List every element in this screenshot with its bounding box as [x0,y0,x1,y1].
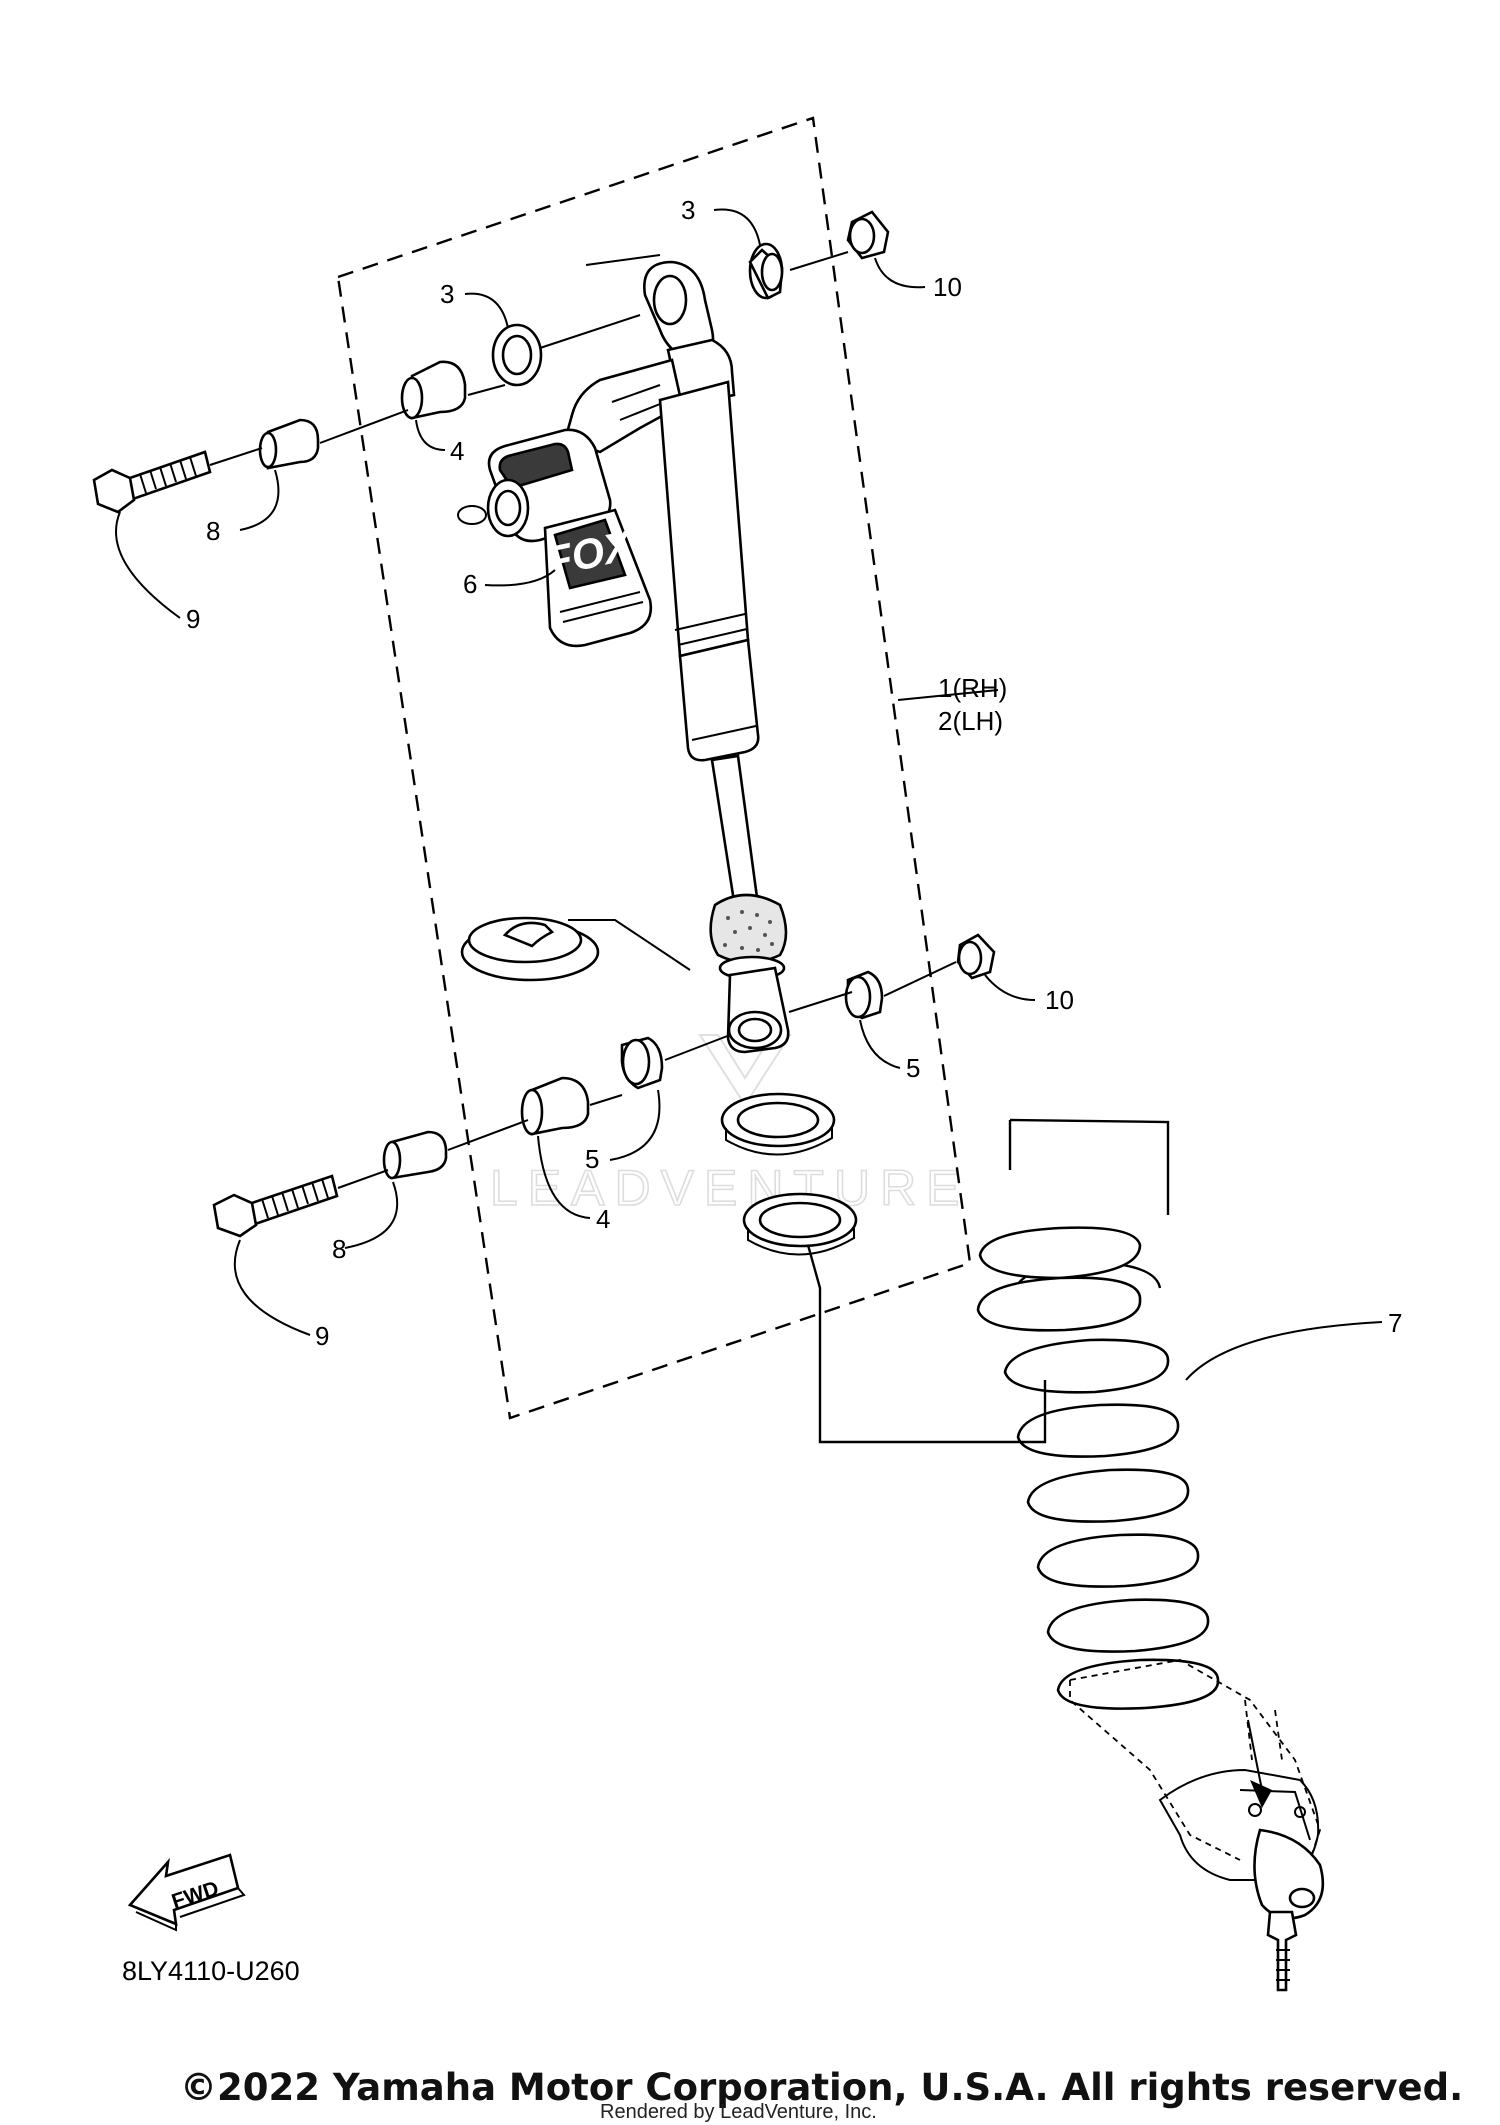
fwd-arrow-icon: FWD [127,1853,246,1932]
lower-collar-left [620,1036,664,1090]
upper-collar-right [748,242,784,300]
callout-7: 7 [1388,1308,1402,1338]
rendered-by-notice: Rendered by LeadVenture, Inc. [600,2101,877,2123]
callout-2-lh: 2(LH) [938,706,1003,736]
callout-8-lower: 8 [332,1234,346,1264]
callout-4-upper: 4 [450,436,464,466]
lower-bushing-left [520,1076,590,1136]
callout-1-rh: 1(RH) [938,673,1007,703]
copyright-notice: ©2022 Yamaha Motor Corporation, U.S.A. A… [180,2066,1463,2109]
watermark: LEADVENTURE [489,1034,970,1217]
lower-nut-right [956,933,996,980]
upper-bolt [92,450,212,514]
callout-5-right: 5 [906,1053,920,1083]
callout-9-lower: 9 [315,1321,329,1351]
swingarm-phantom [1069,1659,1325,1992]
o-ring [457,505,487,525]
leader-lines [115,208,1383,1381]
upper-spacer-left [258,418,320,470]
lower-collar-right [844,970,884,1020]
spring-adjuster-nut-upper [720,1092,836,1156]
watermark-text: LEADVENTURE [490,1160,970,1216]
callout-9-upper: 9 [186,604,200,634]
callout-8-upper: 8 [206,516,220,546]
spring-seat [460,916,600,982]
upper-bushing-left [400,360,467,420]
shock-absorber: FOX [457,260,858,1256]
spring-bracket [1009,1118,1170,1215]
assembly-boundary [336,116,972,1420]
callout-6: 6 [463,569,477,599]
callout-3-upper-left: 3 [440,279,454,309]
upper-nut-right [846,210,890,260]
lower-bolt [212,1174,339,1238]
callout-3-upper-right: 3 [681,195,695,225]
callout-10-upper: 10 [933,272,962,302]
callout-5-left: 5 [585,1144,599,1174]
diagram-code: 8LY4110-U260 [122,1956,300,1986]
spring-adjuster-nut-lower [742,1192,858,1256]
lower-spacer-left [382,1130,448,1180]
callout-labels: 3 3 10 4 8 9 6 1(RH) 2(LH) 10 5 5 4 8 9 … [186,195,1402,1351]
upper-collar-left [491,323,543,387]
callout-4-lower: 4 [596,1204,610,1234]
callout-10-lower: 10 [1045,985,1074,1015]
coil-spring [976,1226,1220,1710]
